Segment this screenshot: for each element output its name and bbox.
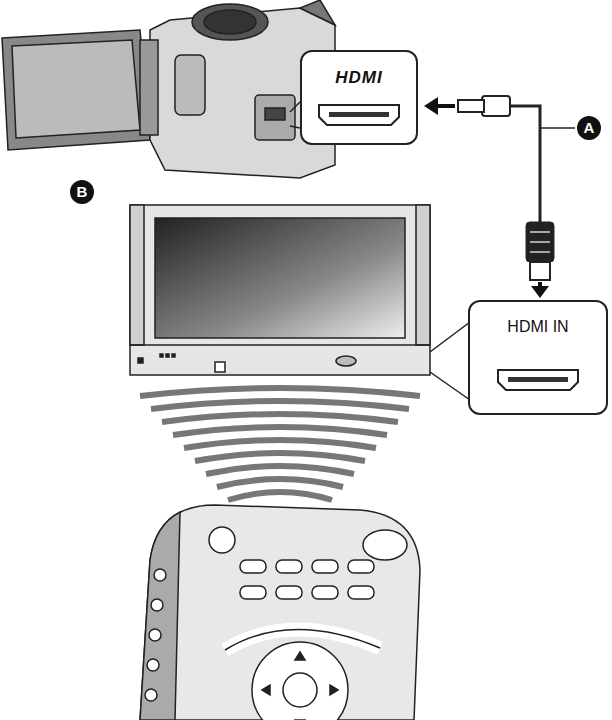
signal-wave	[173, 427, 387, 435]
signal-wave	[151, 401, 409, 409]
connector-callout: HDMI	[300, 50, 418, 145]
remote-button	[312, 586, 338, 599]
hdmi-cable	[424, 96, 575, 298]
remote-button	[348, 586, 374, 599]
remote-button	[240, 586, 266, 599]
callout-letter: A	[577, 116, 601, 140]
remote-button	[312, 560, 338, 573]
signal-wave	[228, 492, 332, 500]
infrared-signal	[140, 388, 420, 500]
signal-wave	[162, 414, 398, 422]
remote-button	[276, 560, 302, 573]
connector-callout: HDMI IN	[468, 300, 608, 415]
hdmi-port	[470, 366, 606, 396]
signal-wave	[217, 479, 343, 487]
remote-button	[348, 560, 374, 573]
signal-wave	[140, 388, 420, 396]
camcorder	[2, 0, 335, 178]
remote-button	[276, 586, 302, 599]
television	[130, 205, 430, 375]
port-label: HDMI IN	[470, 318, 606, 336]
signal-wave	[184, 440, 376, 448]
callout-letter: B	[70, 180, 94, 204]
signal-wave	[195, 453, 365, 461]
remote-control	[140, 505, 420, 720]
signal-wave	[206, 466, 354, 474]
hdmi-port	[302, 101, 416, 131]
hdmi-logo: HDMI	[302, 68, 416, 88]
remote-button	[240, 560, 266, 573]
